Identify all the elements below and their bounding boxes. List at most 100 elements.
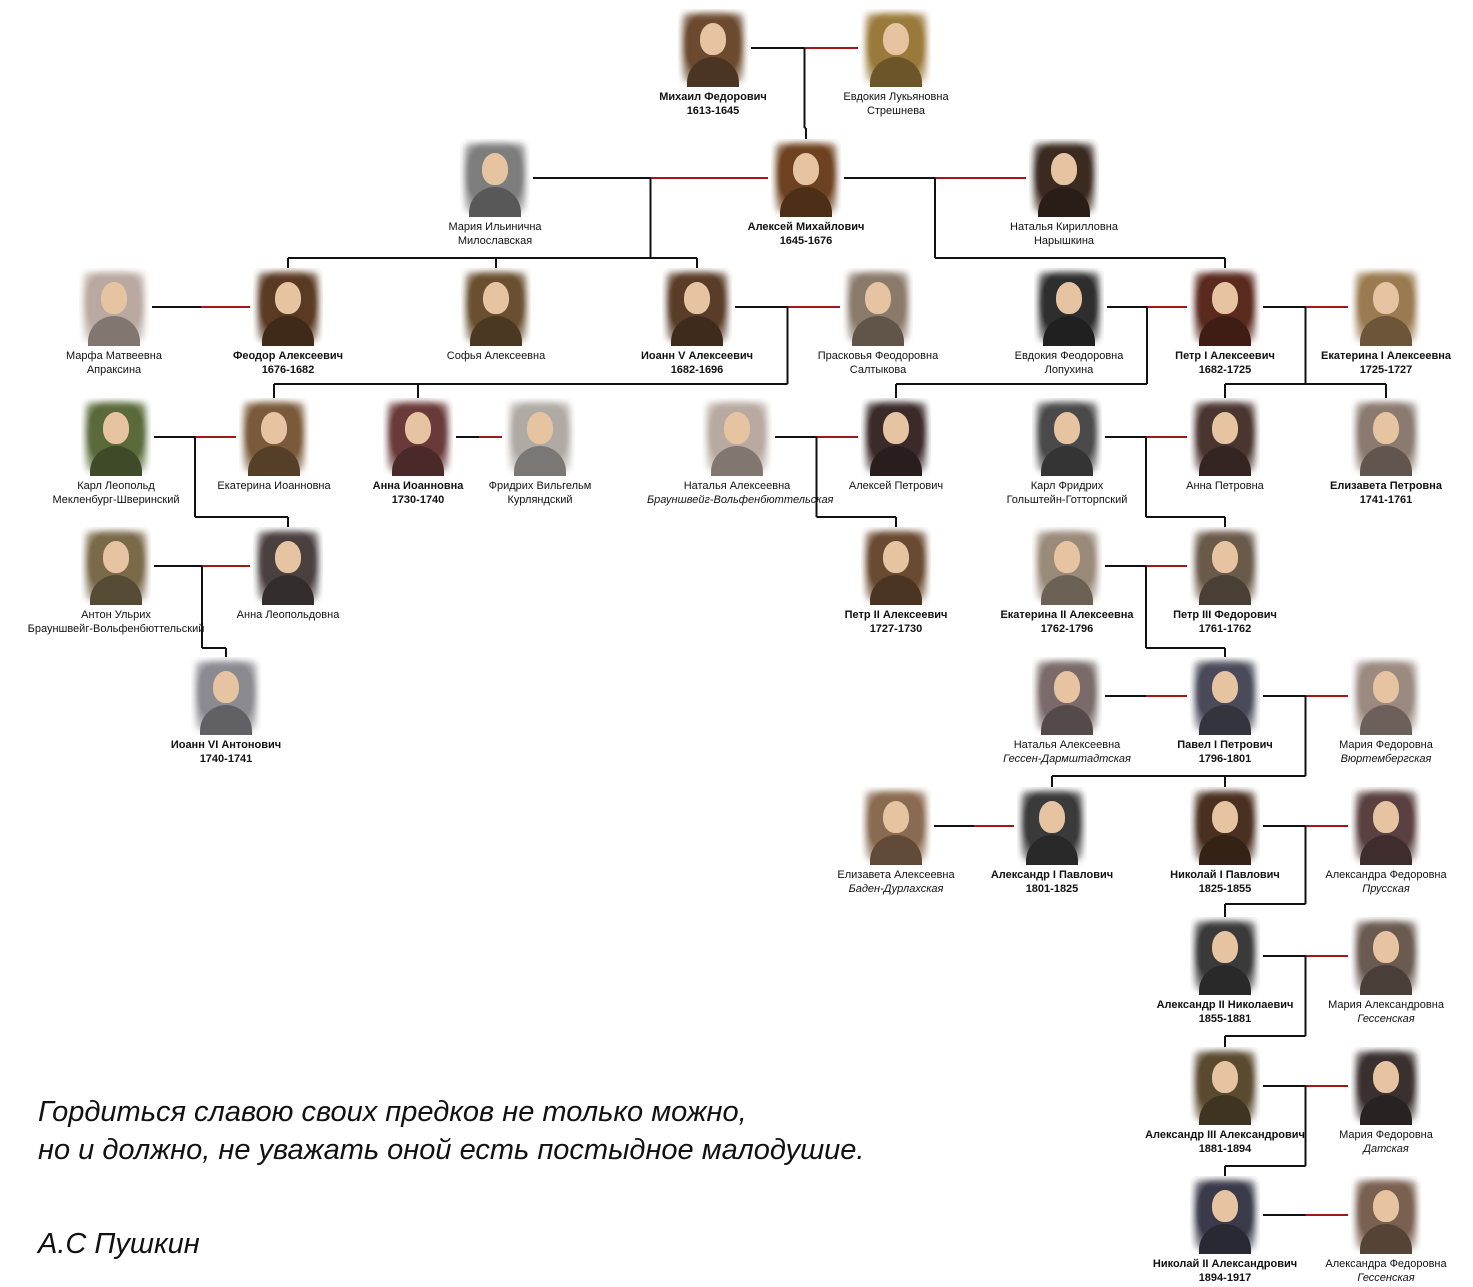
person-detail: Мекленбург-Шверинский [52, 494, 180, 506]
portrait-icon [1351, 787, 1421, 865]
person-name: Николай II Александрович [1152, 1258, 1298, 1270]
portrait-icon [861, 527, 931, 605]
portrait-icon [1032, 657, 1102, 735]
person-name: Марфа Матвеевна [66, 350, 162, 362]
person-detail: 1761-1762 [1198, 623, 1252, 635]
person-detail: Прусская [1362, 883, 1410, 895]
person-detail: Гольштейн-Готторпский [1006, 494, 1128, 506]
person-ekaterina-i: Екатерина Иоанновна [184, 398, 364, 493]
person-name: Наталья Кирилловна [1010, 221, 1118, 233]
portrait-icon [678, 9, 748, 87]
portrait-icon [1351, 917, 1421, 995]
person-name: Карл Фридрих [1030, 480, 1104, 492]
person-detail: 1801-1825 [1025, 883, 1079, 895]
portrait-icon [191, 657, 261, 735]
portrait-icon [1351, 268, 1421, 346]
portrait-icon [1190, 1176, 1260, 1254]
person-detail: 1796-1801 [1198, 753, 1252, 765]
portrait-icon [1351, 657, 1421, 735]
person-name: Мария Александровна [1328, 999, 1444, 1011]
portrait-icon [253, 268, 323, 346]
person-name: Елизавета Петровна [1330, 480, 1442, 492]
portrait-icon [843, 268, 913, 346]
portrait-icon [1351, 398, 1421, 476]
person-detail: Брауншвейг-Вольфенбюттельская [647, 494, 834, 506]
portrait-icon [1190, 657, 1260, 735]
person-detail: Курляндский [507, 494, 573, 506]
person-detail: Гессен-Дармштадтская [1003, 753, 1131, 765]
person-name: Прасковья Феодоровна [817, 350, 939, 362]
person-name: Павел I Петрович [1177, 739, 1273, 751]
person-name: Петр II Алексеевич [844, 609, 948, 621]
portrait-icon [79, 268, 149, 346]
person-name: Алексей Петрович [848, 480, 944, 492]
portrait-icon [1190, 398, 1260, 476]
person-name: Екатерина Иоанновна [217, 480, 331, 492]
portrait-icon [1034, 268, 1104, 346]
quote-line-1: Гордиться славою своих предков не только… [38, 1096, 747, 1128]
person-detail: Салтыкова [849, 364, 907, 376]
person-alexander3: Александр III Александрович 1881-1894 [1135, 1047, 1315, 1156]
person-detail: 1682-1696 [670, 364, 724, 376]
portrait-icon [702, 398, 772, 476]
person-name: Александр II Николаевич [1156, 999, 1294, 1011]
person-detail: 1741-1761 [1359, 494, 1413, 506]
person-pavel1: Павел I Петрович 1796-1801 [1135, 657, 1315, 766]
person-name: Фридрих Вильгельм [488, 480, 592, 492]
person-detail: Брауншвейг-Вольфенбюттельский [27, 623, 205, 635]
person-sofia: Софья Алексеевна [406, 268, 586, 363]
portrait-icon [861, 398, 931, 476]
quote-author: А.С Пушкин [38, 1228, 200, 1260]
person-detail: Гессенская [1357, 1272, 1415, 1284]
person-detail: 1613-1645 [686, 105, 740, 117]
portrait-icon [1190, 268, 1260, 346]
person-alexei-p: Алексей Петрович [806, 398, 986, 493]
person-detail: Баден-Дурлахская [848, 883, 944, 895]
person-detail: 1645-1676 [779, 235, 833, 247]
person-detail: Стрешнева [866, 105, 926, 117]
person-name: Евдокия Феодоровна [1014, 350, 1124, 362]
portrait-icon [1190, 1047, 1260, 1125]
person-detail: Гессенская [1357, 1013, 1415, 1025]
person-name: Иоанн VI Антонович [170, 739, 282, 751]
portrait-icon [505, 398, 575, 476]
portrait-icon [81, 527, 151, 605]
person-detail: 1881-1894 [1198, 1143, 1252, 1155]
person-detail: 1682-1725 [1198, 364, 1252, 376]
person-name: Евдокия Лукьяновна [843, 91, 949, 103]
portrait-icon [460, 139, 530, 217]
person-name: Иоанн V Алексеевич [640, 350, 753, 362]
person-name: Елизавета Алексеевна [837, 869, 955, 881]
person-detail: 1676-1682 [261, 364, 315, 376]
quote-line-2: но и должно, не уважать оной есть постыд… [38, 1134, 865, 1166]
person-name: Екатерина II Алексеевна [1000, 609, 1134, 621]
person-detail: 1762-1796 [1040, 623, 1094, 635]
person-detail: Нарышкина [1033, 235, 1095, 247]
person-name: Александр III Александрович [1145, 1129, 1305, 1141]
person-detail: 1825-1855 [1198, 883, 1252, 895]
portrait-icon [861, 787, 931, 865]
person-detail: Лопухина [1044, 364, 1094, 376]
